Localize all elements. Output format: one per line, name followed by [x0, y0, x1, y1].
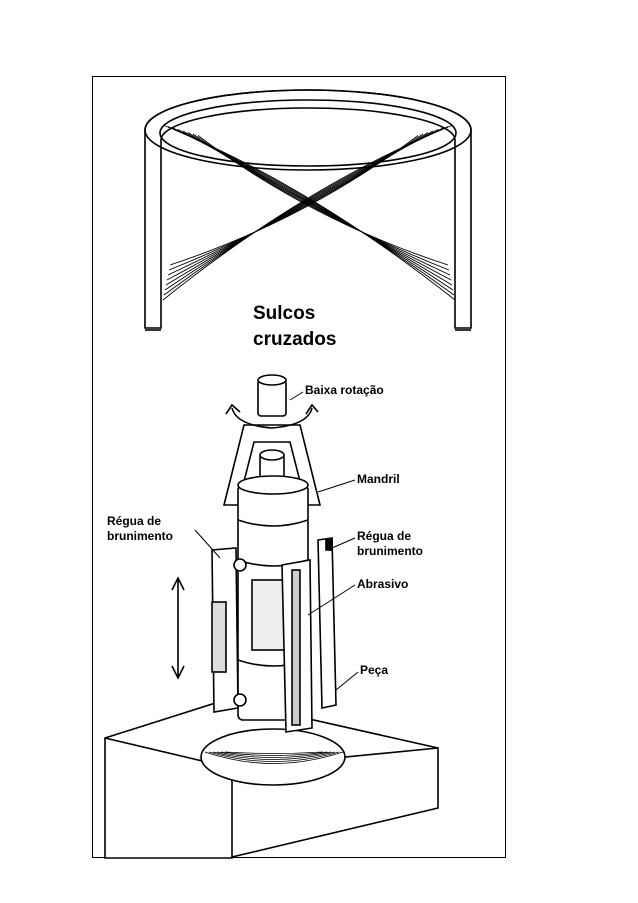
label-stone-left-1: Régua de [107, 514, 162, 528]
bore-opening [200, 728, 346, 786]
label-workpiece: Peça [360, 663, 389, 677]
label-rotation: Baixa rotação [305, 383, 384, 397]
bore-groove-lines [204, 751, 344, 764]
label-abrasive: Abrasivo [357, 577, 409, 591]
figure-frame [92, 76, 506, 858]
rotation-arrow [231, 407, 313, 429]
label-stone-left-2: brunimento [107, 529, 173, 543]
title-line-2: cruzados [253, 329, 337, 350]
label-stone-right-1: Régua de [357, 529, 412, 543]
axial-motion-arrow [171, 576, 185, 680]
yoke [222, 424, 322, 506]
cylinder-bore-drawing [144, 89, 472, 331]
cross-hatch-grooves [162, 124, 456, 301]
honing-tool-drawing [104, 374, 439, 859]
label-stone-right-2: brunimento [357, 544, 423, 558]
label-mandrel: Mandril [357, 472, 400, 486]
title-line-1: Sulcos [253, 303, 316, 324]
